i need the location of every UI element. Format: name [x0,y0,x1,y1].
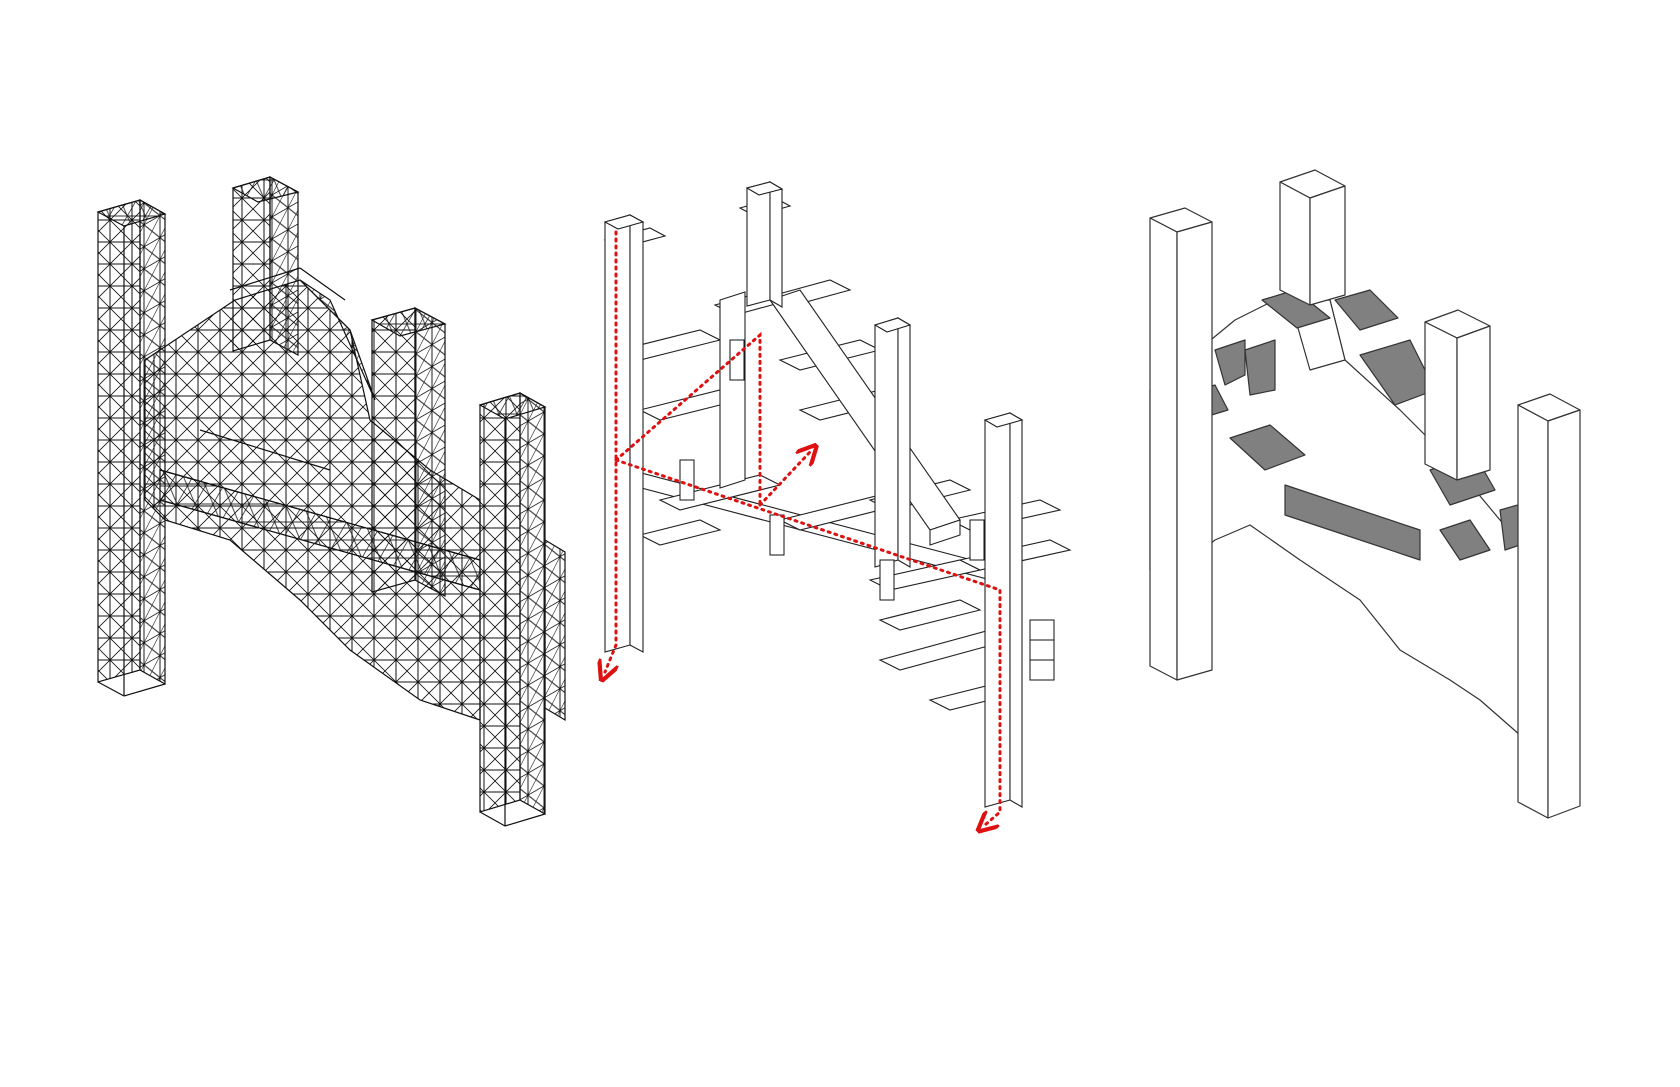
wireframe-tower-right [478,391,547,827]
panel-massing [1149,169,1581,819]
panel-structure-wireframe [96,175,566,827]
massing-tower-middle-right [1424,309,1491,481]
massing-tower-back [1279,169,1346,306]
circulation-stair-stacks [679,339,1055,681]
circulation-core-back [745,181,784,308]
circulation-core-left [603,214,645,653]
massing-tower-right [1517,393,1581,819]
wireframe-bridge-mass [144,267,566,722]
massing-tower-left [1149,207,1213,681]
wireframe-tower-left [96,198,167,697]
circulation-path [605,230,1002,825]
circulation-core-middle [873,317,912,568]
circulation-core-right [983,412,1024,808]
panel-circulation [603,181,1072,825]
